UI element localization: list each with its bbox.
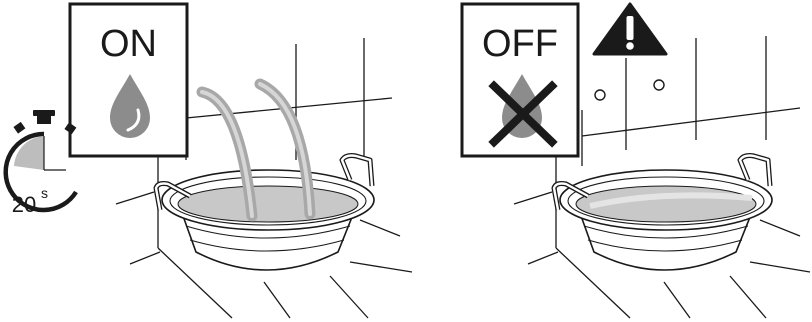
off-label: OFF (482, 23, 558, 65)
floor-line (360, 220, 400, 236)
wall-outlet-icon (595, 80, 664, 100)
timer-unit: s (41, 185, 48, 201)
timer-value: 20 (12, 192, 36, 217)
floor-line (528, 252, 558, 264)
basin-icon (554, 156, 772, 271)
off-sign: OFF (462, 4, 578, 156)
floor-line (750, 262, 810, 272)
wall-line (582, 108, 800, 136)
on-label: ON (100, 23, 157, 65)
basin-icon (156, 156, 374, 271)
floor-line (760, 220, 800, 236)
floor-line (350, 262, 412, 272)
warning-triangle-icon (594, 4, 666, 54)
floor-line (130, 252, 160, 264)
floor-line (664, 282, 690, 318)
wall-line (116, 192, 154, 204)
floor-line (264, 282, 290, 318)
wall-line (514, 192, 552, 204)
floor-line (330, 276, 368, 318)
on-sign: ON (70, 4, 187, 156)
stopwatch-icon: 20 s (6, 110, 77, 217)
floor-line (730, 276, 766, 318)
